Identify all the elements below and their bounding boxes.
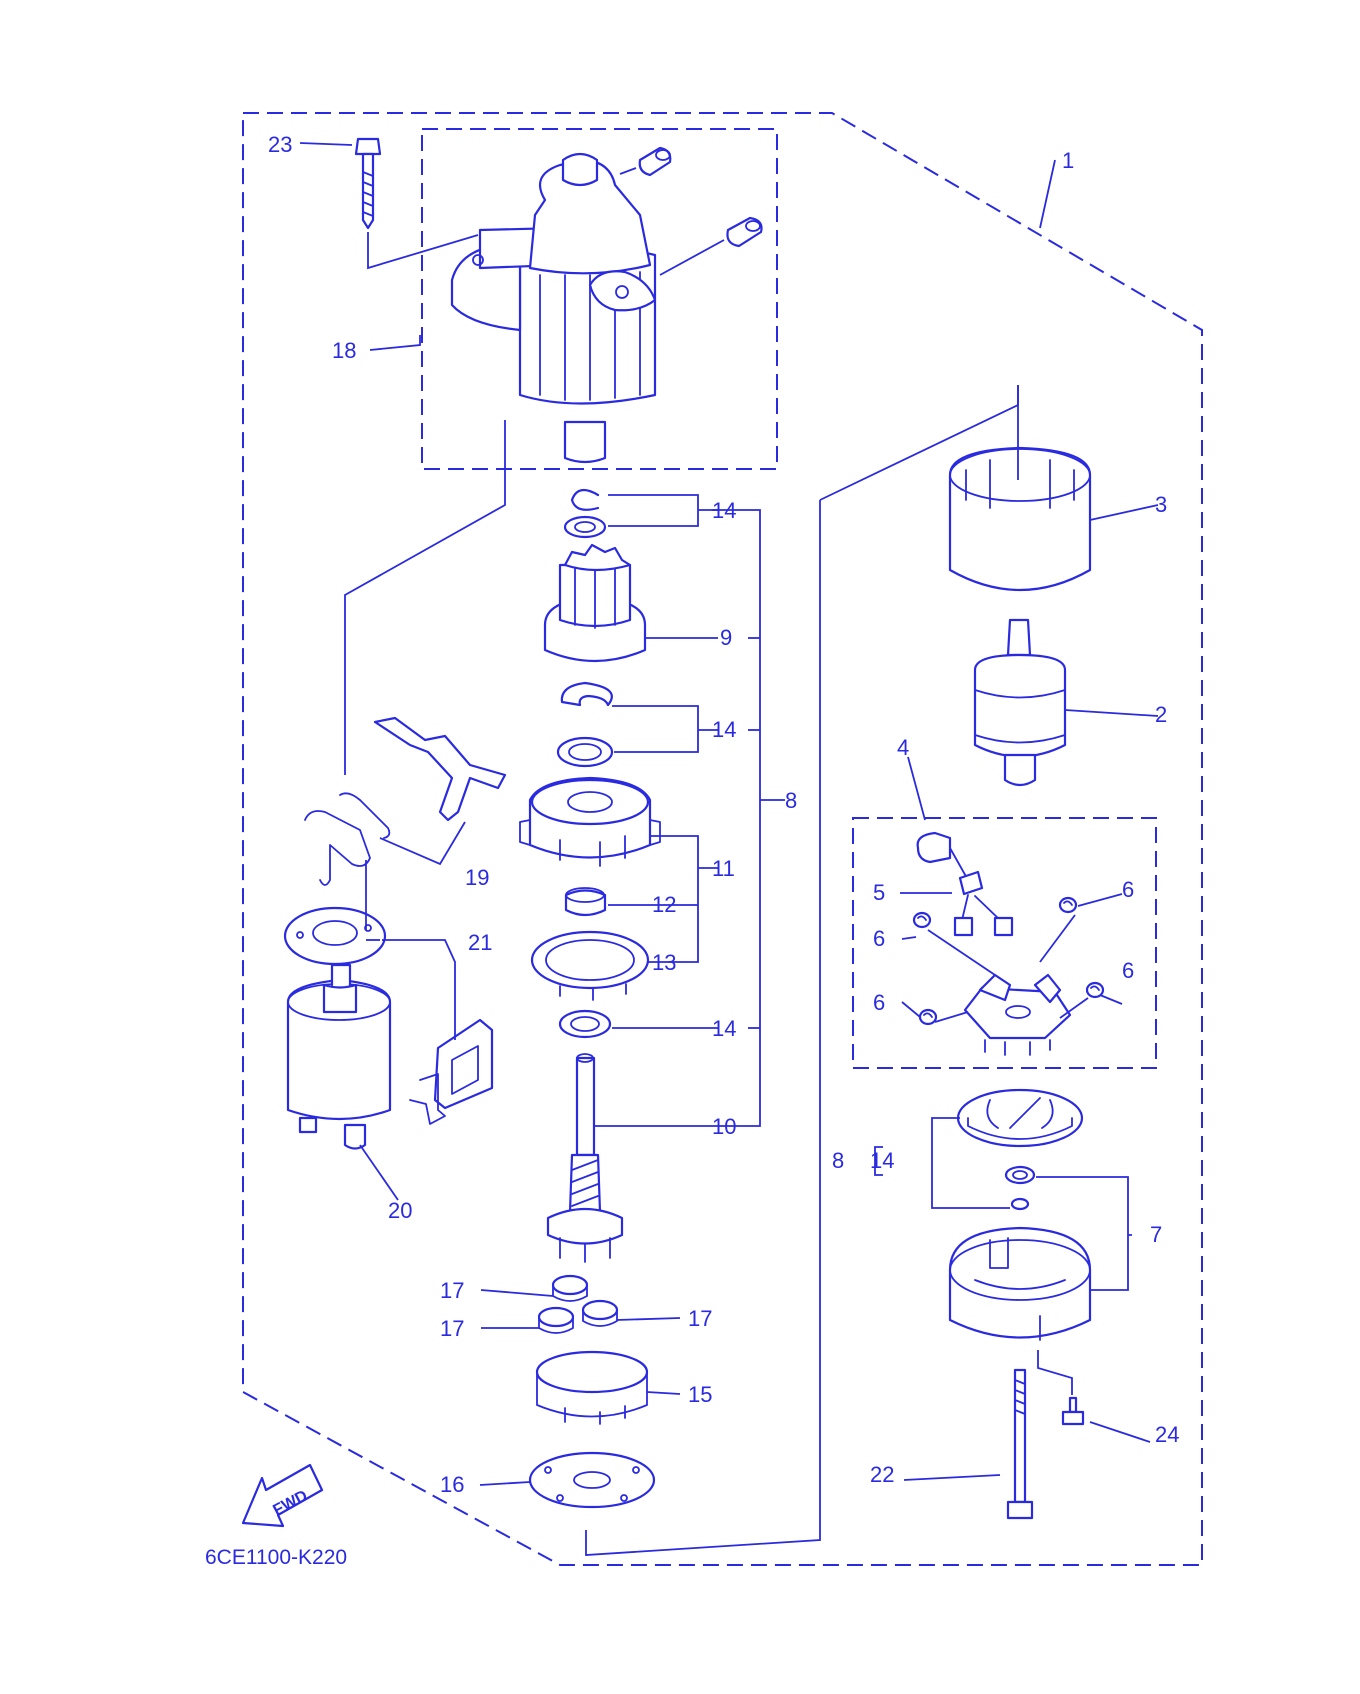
- label-11: 11: [712, 856, 735, 881]
- label-14a: 14: [712, 498, 736, 523]
- washer-7-part: [1004, 1165, 1036, 1211]
- yoke-3-part: [948, 446, 1092, 591]
- label-17a: 17: [440, 1278, 464, 1303]
- drawing-code: 6CE1100-K220: [205, 1546, 347, 1569]
- washer-low-part: [558, 1009, 612, 1039]
- snap-ring-part: [570, 488, 600, 511]
- label-8-right: 8: [832, 1148, 844, 1173]
- spring-clip-19-part: [304, 792, 391, 886]
- starter-assembly-outline: [242, 112, 1203, 1566]
- collar-sleeve-2: [659, 216, 763, 276]
- collar-sleeve-1: [619, 146, 672, 177]
- label-23: 23: [268, 132, 292, 157]
- bolt-23-part: [354, 137, 382, 230]
- planet-gear-17a-part: [551, 1274, 589, 1302]
- label-3: 3: [1155, 492, 1167, 517]
- label-6d: 6: [1122, 958, 1134, 983]
- planet-gear-17c-part: [537, 1306, 575, 1334]
- brush-5-part: [916, 831, 1014, 937]
- plate-14-part: [956, 1088, 1084, 1148]
- label-14b: 14: [712, 717, 736, 742]
- label-14c: 14: [712, 1016, 736, 1041]
- part-labels: 1 3 2 4 5 6 6 6 6 7 8 14 22 24 14 9 14 8…: [268, 132, 1179, 1497]
- spring-6c-part: [1085, 981, 1105, 999]
- lever-19-part: [373, 716, 507, 822]
- spring-6b-part: [1058, 896, 1078, 914]
- label-10: 10: [712, 1114, 736, 1139]
- internal-gear-11-part: [519, 776, 661, 867]
- fwd-arrow-icon: FWD: [241, 1463, 324, 1528]
- label-21: 21: [468, 930, 492, 955]
- label-16: 16: [440, 1472, 464, 1497]
- solenoid-leader: [359, 1144, 399, 1201]
- label-17c: 17: [440, 1316, 464, 1341]
- label-8-center: 8: [785, 788, 797, 813]
- planet-gear-17b-part: [581, 1299, 619, 1327]
- washer-top-part: [563, 515, 607, 539]
- label-9: 9: [720, 625, 732, 650]
- label-4: 4: [897, 735, 909, 760]
- front-bracket-part: [450, 152, 657, 405]
- label-12: 12: [652, 892, 676, 917]
- screw-24-part: [1061, 1396, 1085, 1426]
- bolt-23-leader: [367, 232, 479, 270]
- label-6c: 6: [1122, 877, 1134, 902]
- solenoid-20-part: [286, 963, 392, 1150]
- washer-mid-part: [556, 736, 614, 768]
- spring-6a-part: [912, 911, 932, 929]
- circlip-part: [560, 681, 613, 707]
- leader-lines: [299, 142, 1159, 1556]
- plate-13-part: [530, 930, 650, 1001]
- label-1: 1: [1062, 148, 1074, 173]
- label-2: 2: [1155, 702, 1167, 727]
- armature-2-part: [973, 618, 1067, 787]
- spring-leaders: [927, 914, 1089, 1023]
- through-bolt-22-part: [1006, 1368, 1034, 1520]
- spring-6d-part: [918, 1008, 938, 1026]
- label-20: 20: [388, 1198, 412, 1223]
- label-6a: 6: [873, 926, 885, 951]
- label-18: 18: [332, 338, 356, 363]
- label-15: 15: [688, 1382, 712, 1407]
- label-17b: 17: [688, 1306, 712, 1331]
- label-5: 5: [873, 880, 885, 905]
- screw-24-leader: [1037, 1350, 1073, 1395]
- label-7: 7: [1150, 1222, 1162, 1247]
- bush-part: [563, 420, 607, 464]
- label-19: 19: [465, 865, 489, 890]
- shaft-10-part: [546, 1053, 624, 1263]
- pinion-clutch-9-part: [543, 543, 647, 663]
- brush-holder-subassembly-outline: [852, 817, 1157, 1069]
- ring-gear-15-part: [535, 1350, 649, 1425]
- housing-subassembly-outline: [421, 128, 778, 470]
- label-24: 24: [1155, 1422, 1179, 1447]
- lever-19-leader: [379, 821, 466, 866]
- label-22: 22: [870, 1462, 894, 1487]
- cover-16-part: [528, 1451, 656, 1509]
- brush-holder-part: [963, 973, 1072, 1056]
- label-14-right: 14: [870, 1148, 894, 1173]
- end-cover-7-part: [948, 1226, 1092, 1341]
- label-6b: 6: [873, 990, 885, 1015]
- label-13: 13: [652, 950, 676, 975]
- cover-plate-21-part: [409, 1018, 494, 1125]
- bearing-12-part: [564, 887, 607, 917]
- plate-21-part: [283, 906, 387, 966]
- plate-21-leader: [382, 939, 456, 1040]
